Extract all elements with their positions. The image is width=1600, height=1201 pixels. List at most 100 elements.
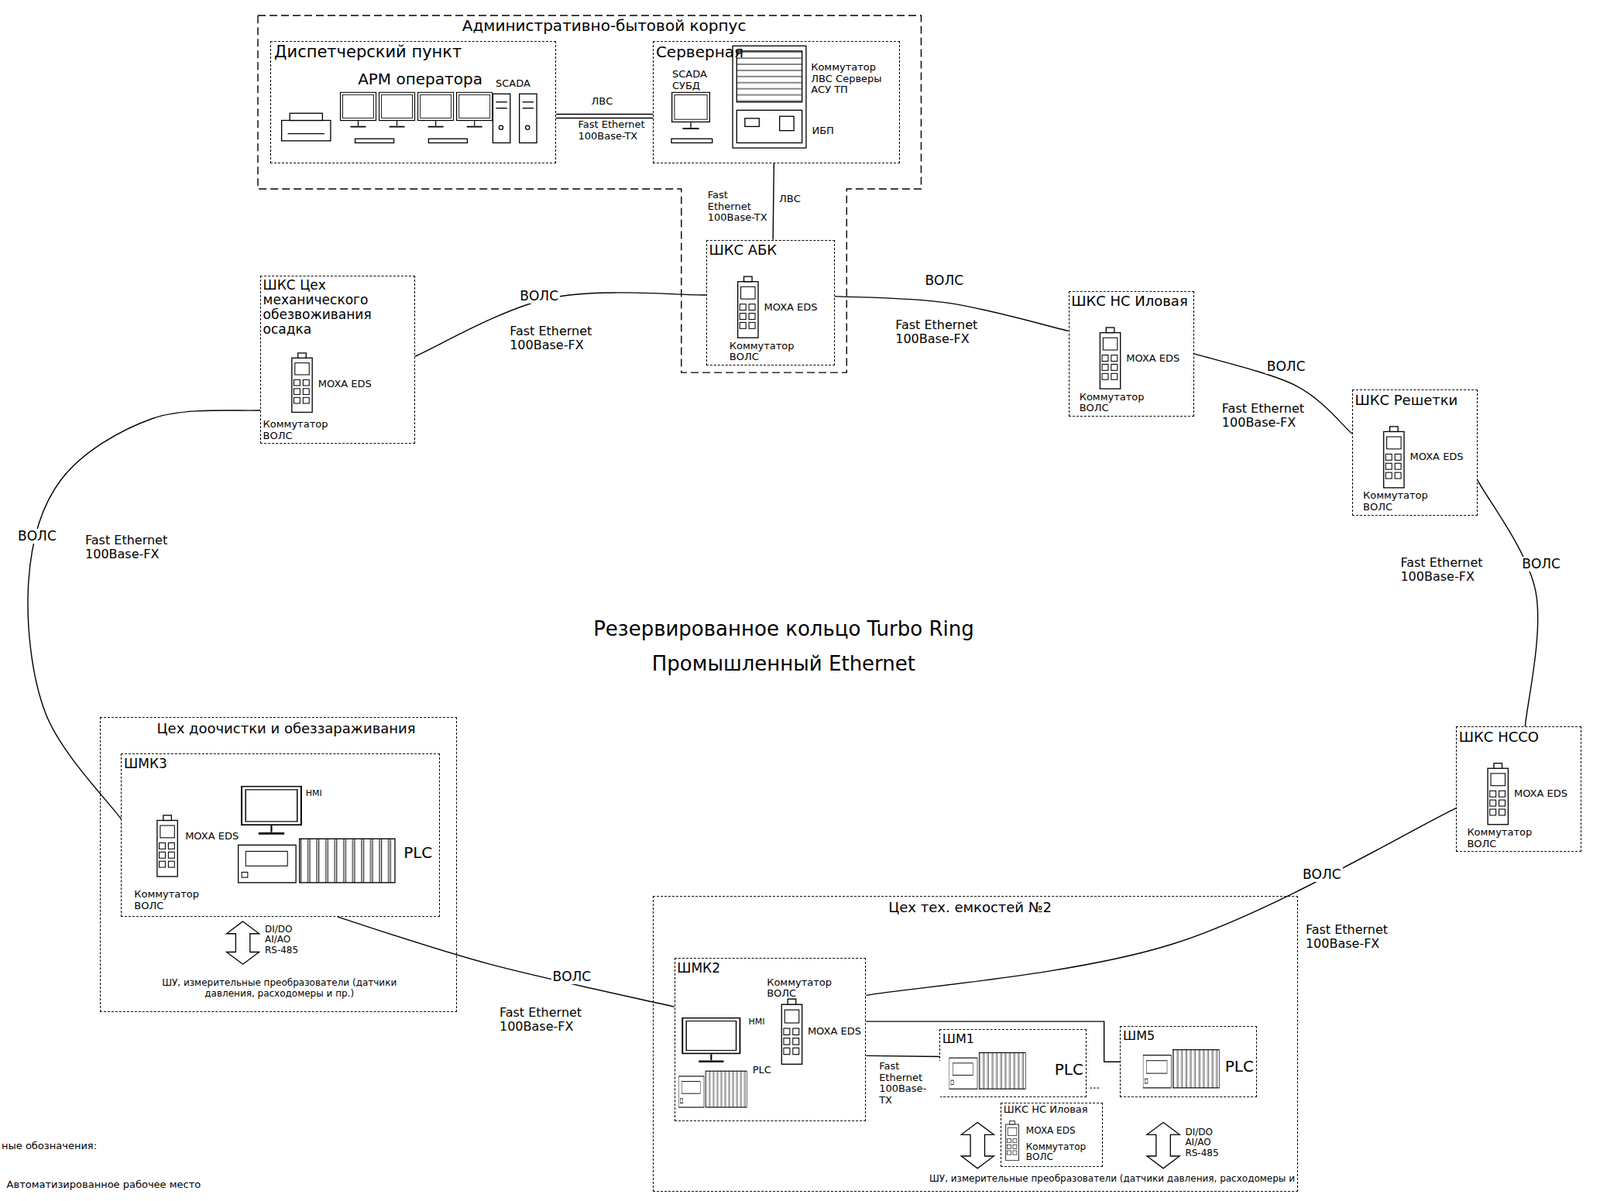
- fiber-link: [865, 1055, 940, 1057]
- box-text: MOXA EDS: [1514, 788, 1568, 800]
- box-heading: ШМК2: [676, 961, 721, 976]
- link-label: ВОЛС: [1520, 556, 1563, 572]
- link-line: [415, 292, 707, 357]
- link-line: [865, 1021, 1120, 1062]
- dispatch-workstations: [281, 92, 537, 143]
- box-heading: ШМ1: [942, 1032, 975, 1047]
- box-text: ШУ, измерительные преобразователи (датчи…: [929, 1174, 1295, 1185]
- box-text: PLC: [1054, 1060, 1084, 1079]
- cabinet-box: Цех доочистки и обеззараживанияШУ, измер…: [99, 717, 457, 1013]
- cabinet-box: Диспетчерский пунктАРМ оператора SCADA: [270, 41, 557, 164]
- box-text: MOXA EDS: [318, 378, 372, 391]
- cabinet-box: ШКС НС ИловаяMOXA EDS Коммутатор ВОЛС: [1068, 291, 1195, 417]
- box-text: MOXA EDS: [764, 302, 818, 314]
- annotation-label: DI/DO AI/AO RS-485: [263, 924, 302, 956]
- signal-arrows: [226, 921, 1181, 1169]
- cabinet-box: ШМК2Коммутатор ВОЛСMOXA EDSHMIPLC: [674, 957, 867, 1122]
- link-label: ВОЛС: [1301, 867, 1343, 883]
- link-label: ЛВС: [590, 96, 615, 108]
- box-heading: ШКС Цех механического обезвоживания осад…: [263, 278, 413, 337]
- fiber-switches: [157, 276, 1509, 1161]
- box-text: ШУ, измерительные преобразователи (датчи…: [151, 978, 407, 1000]
- box-heading: Серверная: [655, 43, 744, 61]
- box-heading: Административно-бытовой корпус: [462, 17, 747, 35]
- annotation-label: Fast Ethernet 100Base-TX: [877, 1060, 940, 1106]
- cabinet-box: ШМ5PLC: [1119, 1026, 1257, 1098]
- box-text: HMI: [305, 789, 323, 799]
- box-text: MOXA EDS: [1126, 353, 1180, 365]
- annotation-label: Fast Ethernet 100Base-TX: [576, 119, 653, 142]
- box-text: Коммутатор ВОЛС: [729, 340, 794, 364]
- box-text: Коммутатор ЛВС Серверы АСУ ТП: [810, 61, 897, 97]
- box-text: PLC: [403, 844, 433, 862]
- annotation-label: ные обозначения:: [0, 1140, 99, 1153]
- link-line: [337, 916, 675, 1007]
- fiber-link: [556, 114, 653, 119]
- annotation-label: Fast Ethernet 100Base-TX: [706, 189, 773, 224]
- cabinet-box: ШКС НССОMOXA EDSКоммутатор ВОЛС: [1455, 726, 1582, 852]
- fiber-link: [337, 916, 675, 1007]
- box-text: SCADA: [495, 78, 531, 90]
- link-label: ВОЛС: [16, 528, 59, 544]
- link-line: [772, 163, 774, 241]
- link-label: ВОЛС: [518, 288, 560, 304]
- annotation-label: Fast Ethernet 100Base-FX: [1220, 401, 1318, 430]
- fiber-link: [415, 292, 707, 357]
- link-label: ЛВС: [777, 193, 803, 206]
- annotation-label: ...: [1088, 1079, 1102, 1092]
- fiber-link: [772, 163, 774, 241]
- box-text: Коммутатор ВОЛС: [1026, 1142, 1098, 1164]
- box-text: АРМ оператора: [357, 70, 483, 88]
- link-line: [556, 117, 653, 119]
- box-text: ИБП: [811, 125, 834, 138]
- annotation-label: Fast Ethernet 100Base-FX: [1304, 923, 1401, 952]
- annotation-label: Fast Ethernet 100Base-FX: [497, 1006, 595, 1034]
- box-heading: ШКС Решетки: [1354, 392, 1458, 409]
- cabinet-box: СервернаяSCADA СУБД Коммутатор ЛВС Сервер…: [652, 41, 900, 164]
- cabinet-box: ШМК3MOXA EDSКоммутатор ВОЛСHMIPLC: [120, 753, 440, 917]
- box-text: Коммутатор ВОЛС: [263, 418, 327, 442]
- cabinet-box: ШКС РешеткиMOXA EDSКоммутатор ВОЛС: [1352, 389, 1478, 516]
- fiber-link: [865, 1021, 1120, 1062]
- fiber-link: [1194, 353, 1353, 434]
- box-text: MOXA EDS: [1026, 1126, 1076, 1137]
- cabinet-box: ШКС АБК MOXA EDS Коммутатор ВОЛС: [706, 240, 835, 366]
- box-heading: Цех тех. емкостей №2: [888, 899, 1052, 916]
- box-heading: ШКС НС Иловая: [1003, 1104, 1089, 1116]
- annotation-label: Fast Ethernet 100Base-FX: [83, 533, 181, 562]
- box-heading: Цех доочистки и обеззараживания: [157, 721, 416, 737]
- link-line: [865, 1055, 940, 1057]
- annotation-label: Fast Ethernet 100Base-FX: [893, 318, 991, 347]
- legend-text: Автоматизированное рабочее место: [5, 1179, 203, 1192]
- server-rack: [671, 45, 807, 148]
- box-heading: ШМК3: [123, 756, 168, 772]
- box-heading: ШКС НССО: [1459, 729, 1539, 746]
- cabinet-box: ШКС НС ИловаяMOXA EDS Коммутатор ВОЛС: [1000, 1102, 1103, 1168]
- annotation-label: DI/DO AI/AO RS-485: [1183, 1127, 1222, 1159]
- box-text: MOXA EDS: [185, 830, 239, 843]
- box-heading: ШМ5: [1122, 1029, 1155, 1044]
- box-heading: Диспетчерский пункт: [274, 43, 462, 62]
- link-line: [27, 410, 261, 820]
- box-text: SCADA СУБД: [672, 68, 715, 92]
- link-line: [556, 113, 653, 115]
- box-heading: ШКС АБК: [708, 242, 777, 258]
- link-label: ВОЛС: [1265, 359, 1308, 375]
- link-label: ВОЛС: [551, 969, 594, 985]
- annotation-label: Промышленный Ethernet: [650, 652, 917, 676]
- hmi-and-plc: [238, 786, 1220, 1108]
- box-heading: ШКС НС Иловая: [1071, 293, 1188, 310]
- box-text: Коммутатор ВОЛС: [1079, 391, 1144, 415]
- link-line: [865, 808, 1456, 996]
- annotation-label: Fast Ethernet 100Base-FX: [508, 324, 605, 353]
- box-text: Коммутатор ВОЛС: [1363, 490, 1427, 513]
- box-text: Коммутатор ВОЛС: [766, 977, 831, 1000]
- fiber-link: [27, 410, 261, 820]
- link-line: [1194, 353, 1353, 434]
- box-text: MOXA EDS: [807, 1026, 862, 1038]
- link-label: ВОЛС: [923, 273, 965, 289]
- cabinet-box: ШКС Цех механического обезвоживания осад…: [260, 275, 416, 445]
